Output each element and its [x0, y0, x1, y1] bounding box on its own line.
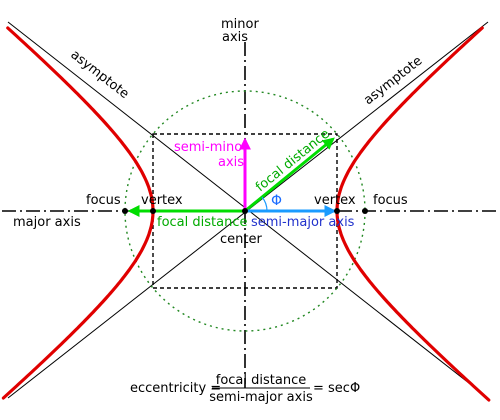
- formula-rhs: = secΦ: [313, 381, 360, 396]
- formula-numerator: focal distance: [216, 373, 306, 388]
- focal-distance-horizontal-label: focal distance: [157, 215, 247, 230]
- semi-minor-label-line1: semi-minor: [174, 140, 248, 155]
- minor-axis-label-line1: minor: [221, 17, 259, 32]
- vertex-label-left: vertex: [141, 193, 183, 208]
- formula-lhs: eccentricity =: [130, 381, 221, 396]
- phi-angle-arc: [261, 196, 268, 212]
- focus-right-point: [362, 208, 368, 214]
- focus-label-right: focus: [373, 193, 408, 208]
- major-axis-label: major axis: [13, 215, 81, 230]
- hyperbola-right-branch: [335, 26, 491, 402]
- center-point: [242, 208, 248, 214]
- formula-denominator: semi-major axis: [209, 390, 313, 405]
- minor-axis-label-line2: axis: [222, 30, 248, 45]
- vertex-left-point: [150, 208, 156, 214]
- focal-distance-diagonal-label: focal distance: [253, 127, 333, 196]
- asymptote-label-right: asymptote: [361, 54, 425, 109]
- semi-major-label: semi-major axis: [251, 215, 355, 230]
- vertex-right-point: [334, 208, 340, 214]
- semi-minor-label-line2: axis: [218, 155, 244, 170]
- focus-left-point: [122, 208, 128, 214]
- focal-distance-diagonal-arrow: [244, 137, 335, 213]
- focus-label-left: focus: [86, 193, 121, 208]
- phi-label: Φ: [271, 193, 282, 209]
- center-label: center: [220, 232, 262, 247]
- vertex-label-right: vertex: [314, 193, 356, 208]
